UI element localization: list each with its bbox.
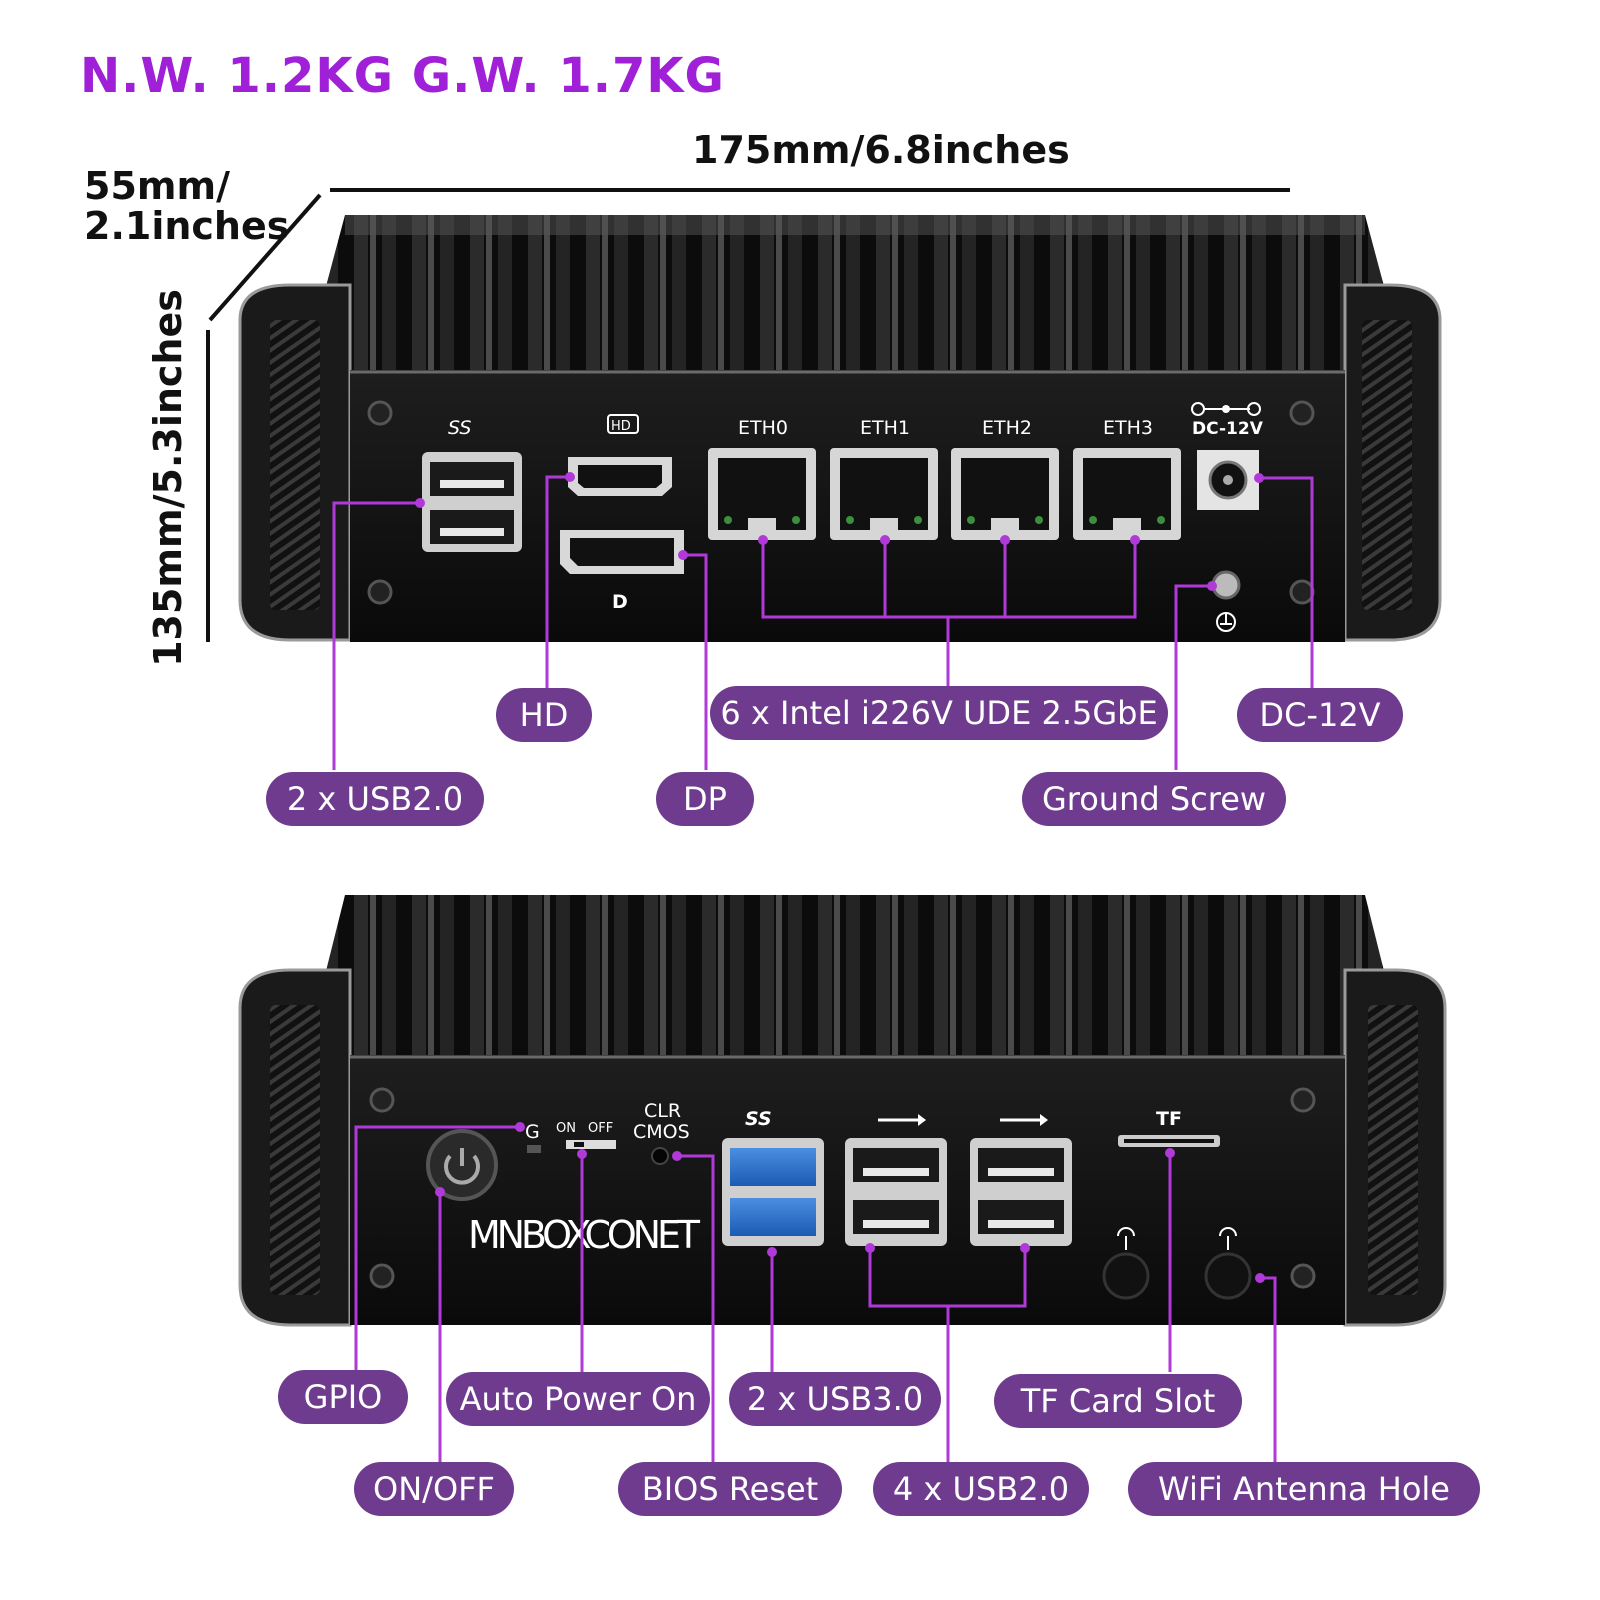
callout-tf-slot: TF Card Slot: [994, 1374, 1242, 1428]
wifi-antenna-hole: [1204, 1252, 1252, 1300]
callout-wifi: WiFi Antenna Hole: [1128, 1462, 1480, 1516]
callout-ethernet: 6 x Intel i226V UDE 2.5GbE: [710, 686, 1168, 740]
usb-icon: [878, 1114, 926, 1126]
eth0-label: ETH0: [738, 417, 788, 439]
eth3-label: ETH3: [1103, 417, 1153, 439]
gpio-g-label: G: [525, 1121, 540, 1143]
back-leader-lines: [354, 1125, 1277, 1462]
front-device: SS HD D ETH0 ETH1 ETH2 ETH3: [206, 188, 1442, 642]
usb-icon: [1000, 1114, 1048, 1126]
ground-icon: [1216, 612, 1236, 632]
back-device: G ON OFF CLR CMOS MNBOXCONET SS TF: [238, 895, 1447, 1327]
depth-dimension-label-line2: 2.1inches: [84, 204, 290, 248]
callout-hd: HD: [496, 688, 592, 742]
clr-label: CLR: [644, 1100, 681, 1122]
antenna-icon: [1117, 1227, 1135, 1250]
screw-icon: [367, 579, 393, 605]
screw-icon: [1289, 400, 1315, 426]
brand-logo: MNBOXCONET: [468, 1213, 701, 1257]
hd-logo-icon: [607, 414, 639, 434]
callout-usb2-back: 4 x USB2.0: [873, 1462, 1089, 1516]
screw-icon: [1290, 1263, 1316, 1289]
usb3-ss-label: SS: [745, 1108, 772, 1130]
antenna-icon: [1219, 1227, 1237, 1250]
screw-icon: [367, 400, 393, 426]
ethernet-ports: ETH0 ETH1 ETH2 ETH3: [708, 417, 1181, 540]
auto-power-switch: [566, 1140, 616, 1149]
eth2-label: ETH2: [982, 417, 1032, 439]
screw-icon: [1290, 1087, 1316, 1113]
callout-dc: DC-12V: [1237, 688, 1403, 742]
callout-usb2-front: 2 x USB2.0: [266, 772, 484, 826]
front-heatsink-fins: [325, 215, 1385, 370]
screw-icon: [1289, 579, 1315, 605]
dc-polarity-icon: [1191, 402, 1261, 416]
eth1-label: ETH1: [860, 417, 910, 439]
cmos-label: CMOS: [633, 1121, 690, 1143]
svg-text:HD: HD: [611, 419, 631, 434]
power-icon: [444, 1154, 480, 1185]
screw-icon: [369, 1263, 395, 1289]
callout-bios-reset: BIOS Reset: [618, 1462, 842, 1516]
gpio-header: [527, 1145, 541, 1153]
callout-auto-power: Auto Power On: [446, 1372, 710, 1426]
depth-dimension-label-line1: 55mm/: [84, 164, 230, 208]
back-heatsink-fins: [325, 895, 1385, 1055]
callout-usb3: 2 x USB3.0: [729, 1372, 941, 1426]
depth-dimension-line: [208, 193, 322, 322]
tf-label: TF: [1156, 1108, 1182, 1130]
callout-dp: DP: [656, 772, 754, 826]
wifi-antenna-hole: [1102, 1252, 1150, 1300]
callout-gpio: GPIO: [278, 1370, 408, 1424]
callout-onoff: ON/OFF: [354, 1462, 514, 1516]
callout-ground: Ground Screw: [1022, 772, 1286, 826]
weight-title: N.W. 1.2KG G.W. 1.7KG: [80, 48, 725, 104]
cmos-reset-hole: [651, 1147, 669, 1165]
screw-icon: [369, 1087, 395, 1113]
ground-screw: [1211, 570, 1241, 600]
dc-label: DC-12V: [1192, 419, 1264, 439]
dp-logo-icon: D: [612, 591, 628, 613]
front-leader-lines: [332, 475, 1314, 770]
usb-ss-label: SS: [448, 417, 471, 439]
switch-off-label: OFF: [588, 1121, 613, 1136]
switch-on-label: ON: [556, 1121, 576, 1136]
width-dimension-label: 175mm/6.8inches: [692, 128, 1070, 172]
